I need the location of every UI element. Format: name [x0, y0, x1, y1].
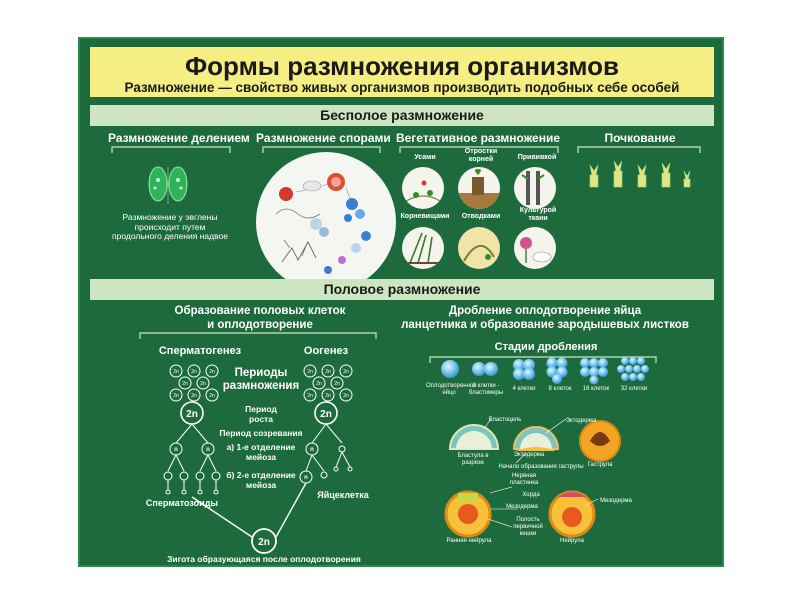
gastrula-label: Гаструла: [587, 462, 613, 468]
blastula: [448, 424, 500, 450]
page-title: Формы размножения организмов: [184, 51, 620, 81]
veg-img-grafting: [514, 167, 556, 209]
spores-title: Размножение спорами: [256, 131, 391, 145]
zygote-label: Зигота образующаяся после оплодотворения: [167, 554, 361, 564]
svg-text:2n: 2n: [209, 393, 215, 399]
mesoderm-label: Мезодерма: [506, 504, 538, 510]
veg-label-5: Отводками: [461, 213, 501, 220]
ectoderm-label: Эктодерма: [513, 452, 545, 458]
gametes-bracket: [139, 332, 377, 339]
growth-label-2: роста: [249, 414, 273, 424]
maturation-label: Период созревания: [219, 428, 303, 438]
spermatocyte-n-1: n: [174, 447, 178, 453]
poster-board: Формы размножения организмов Размножение…: [78, 37, 724, 567]
oogenesis-label: Оогенез: [303, 345, 349, 357]
svg-text:2n: 2n: [191, 369, 197, 375]
svg-text:2n: 2n: [209, 369, 215, 375]
egg-label: Яйцеклетка: [317, 490, 369, 500]
stage-label-6: 32 клетки: [620, 386, 648, 392]
stages-title: Стадии дробления: [494, 341, 598, 353]
gametes-title-2: и оплодотворение: [207, 319, 313, 331]
title-panel: Формы размножения организмов Размножение…: [90, 47, 714, 97]
svg-text:2n: 2n: [200, 381, 206, 387]
svg-text:2n: 2n: [334, 381, 340, 387]
periods-label-1: Периоды: [234, 367, 288, 379]
veg-img-root-suckers: [458, 167, 500, 209]
division-title: Размножение делением: [108, 131, 250, 145]
sperm-label: Сперматозоиды: [145, 498, 219, 508]
growth-label-1: Период: [245, 404, 277, 414]
veg-img-tissue-culture: [514, 227, 556, 269]
oogonia-2n: 2n: [320, 409, 332, 420]
oocyte-n: n: [310, 447, 314, 453]
svg-text:2n: 2n: [325, 369, 331, 375]
veg-label-1: Усами: [414, 154, 436, 161]
svg-text:2n: 2n: [173, 369, 179, 375]
svg-text:2n: 2n: [182, 381, 188, 387]
svg-text:2n: 2n: [307, 369, 313, 375]
page-subtitle: Размножение — свойство живых организмов …: [124, 80, 680, 95]
gastrula-start-label: Начало образования гаструлы: [498, 464, 584, 470]
meiosis1-label-1: а) 1-е отделение: [226, 442, 296, 452]
sexual-header: Половое размножение: [90, 279, 714, 300]
svg-text:2n: 2n: [343, 393, 349, 399]
vegetative-title: Вегетативное размножение: [395, 131, 561, 145]
veg-label-6: Культурой ткани: [519, 207, 557, 222]
meiosis1-label-2: мейоза: [245, 452, 277, 462]
veg-label-4: Корневищами: [400, 213, 450, 220]
veg-img-layering: [458, 227, 500, 269]
periods-label-2: размножения: [222, 380, 300, 392]
svg-text:2n: 2n: [173, 393, 179, 399]
division-caption: Размножение у эвглены происходит путем п…: [112, 212, 228, 241]
veg-img-runners: [402, 167, 444, 209]
blastocoel-label: Бластоцель: [488, 417, 522, 423]
spermatogenesis-label: Сперматогенез: [158, 345, 242, 357]
egg-n: n: [304, 475, 308, 481]
spermatocyte-n-2: n: [206, 447, 210, 453]
chord-label: Хорда: [522, 492, 540, 498]
euglena-illustration: [148, 166, 188, 204]
stage-label-4: 8 клеток: [548, 386, 572, 392]
early-neurula: [444, 490, 492, 538]
svg-text:2n: 2n: [316, 381, 322, 387]
stage-label-1: Оплодотворенное яйцо: [426, 383, 477, 396]
cleavage-title-1: Дробление оплодотворение яйца: [448, 305, 642, 317]
stage-label-3: 4 клетки: [512, 386, 536, 392]
neurula-label: Нейрула: [560, 538, 584, 544]
embryo-stages: [444, 416, 621, 538]
spores-illustration: [275, 173, 371, 274]
veg-img-rhizomes: [402, 227, 444, 269]
svg-text:2n: 2n: [325, 393, 331, 399]
gastrula: [579, 420, 621, 462]
spermatogonia-2n: 2n: [186, 409, 198, 420]
zygote-2n: 2n: [258, 537, 270, 548]
budding-title: Почкование: [604, 131, 676, 145]
mesoderm2-label: Мезодерма: [600, 498, 632, 504]
svg-text:2n: 2n: [191, 393, 197, 399]
blastula-label: Бластула в разрезе: [457, 453, 489, 466]
veg-label-3: Прививкой: [517, 154, 557, 161]
asexual-header: Бесполое размножение: [90, 105, 714, 126]
veg-label-2: Отростки корней: [464, 148, 498, 163]
early-neurula-label: Ранняя нейрула: [446, 538, 492, 544]
cleavage-stages: [441, 357, 649, 385]
gastrula-start: [512, 426, 560, 451]
neural-plate-label: Нервная пластинка: [509, 473, 539, 486]
cleavage-title-2: ланцетника и образование зародышевых лис…: [401, 319, 689, 331]
gametes-title-1: Образование половых клеток: [174, 305, 346, 317]
stages-bracket: [429, 356, 657, 363]
svg-text:2n: 2n: [307, 393, 313, 399]
meiosis2-label-1: б) 2-е отделение: [226, 470, 296, 480]
gut-label: Полость первичной кишки: [513, 517, 543, 537]
neurula: [548, 490, 596, 538]
svg-text:2n: 2n: [343, 369, 349, 375]
stage-label-2: 2 клетки - бластомеры: [468, 383, 504, 396]
stage-label-5: 16 клеток: [582, 386, 610, 392]
ectoderm-top-label: Эктодерма: [565, 418, 597, 424]
budding-illustration: [589, 160, 691, 188]
asexual-brackets: [111, 146, 701, 153]
meiosis2-label-2: мейоза: [245, 480, 277, 490]
